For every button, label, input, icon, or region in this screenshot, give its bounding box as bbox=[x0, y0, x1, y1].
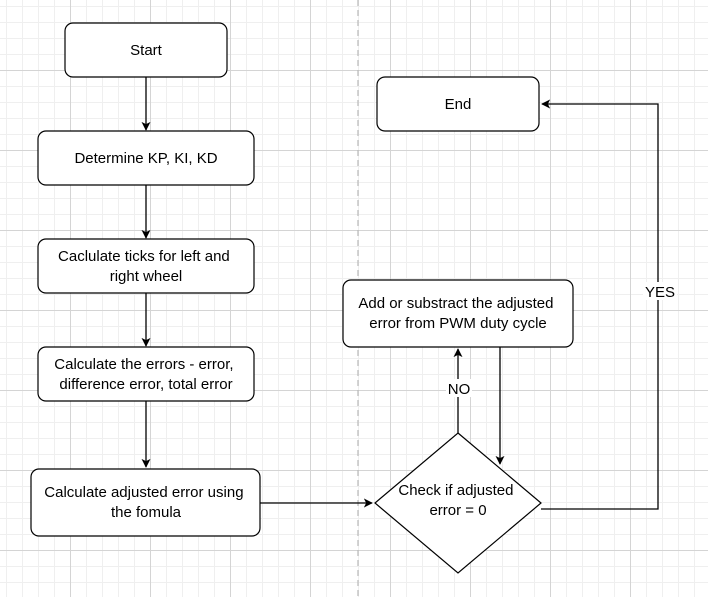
start-node-label: Start bbox=[130, 42, 163, 59]
calculate-errors-label: Calculate the errors - error, difference… bbox=[54, 356, 237, 393]
end-node[interactable]: End bbox=[376, 76, 540, 132]
calculate-adjusted-error-label: Calculate adjusted error using the fomul… bbox=[44, 484, 247, 521]
adjust-pwm-label: Add or substract the adjusted error from… bbox=[358, 295, 557, 332]
determine-gains-node[interactable]: Determine KP, KI, KD bbox=[37, 130, 255, 186]
edge-label-no-text: NO bbox=[448, 381, 471, 398]
calculate-ticks-label: Caclulate ticks for left and right wheel bbox=[58, 248, 234, 285]
calculate-ticks-node[interactable]: Caclulate ticks for left and right wheel bbox=[37, 238, 255, 294]
adjust-pwm-node[interactable]: Add or substract the adjusted error from… bbox=[342, 279, 574, 348]
edge-label-yes-text: YES bbox=[645, 284, 675, 301]
end-node-label: End bbox=[445, 96, 472, 113]
calculate-errors-node[interactable]: Calculate the errors - error, difference… bbox=[37, 346, 255, 402]
check-adjusted-error-label: Check if adjusted error = 0 bbox=[398, 482, 517, 519]
edge-check-to-end-yes bbox=[541, 99, 659, 510]
start-node[interactable]: Start bbox=[64, 22, 228, 78]
edge-label-no: NO bbox=[446, 379, 472, 398]
calculate-adjusted-error-node[interactable]: Calculate adjusted error using the fomul… bbox=[30, 468, 261, 537]
check-adjusted-error-decision[interactable]: Check if adjusted error = 0 bbox=[374, 432, 542, 574]
determine-gains-label: Determine KP, KI, KD bbox=[74, 150, 217, 167]
edge-label-yes: YES bbox=[643, 282, 677, 301]
